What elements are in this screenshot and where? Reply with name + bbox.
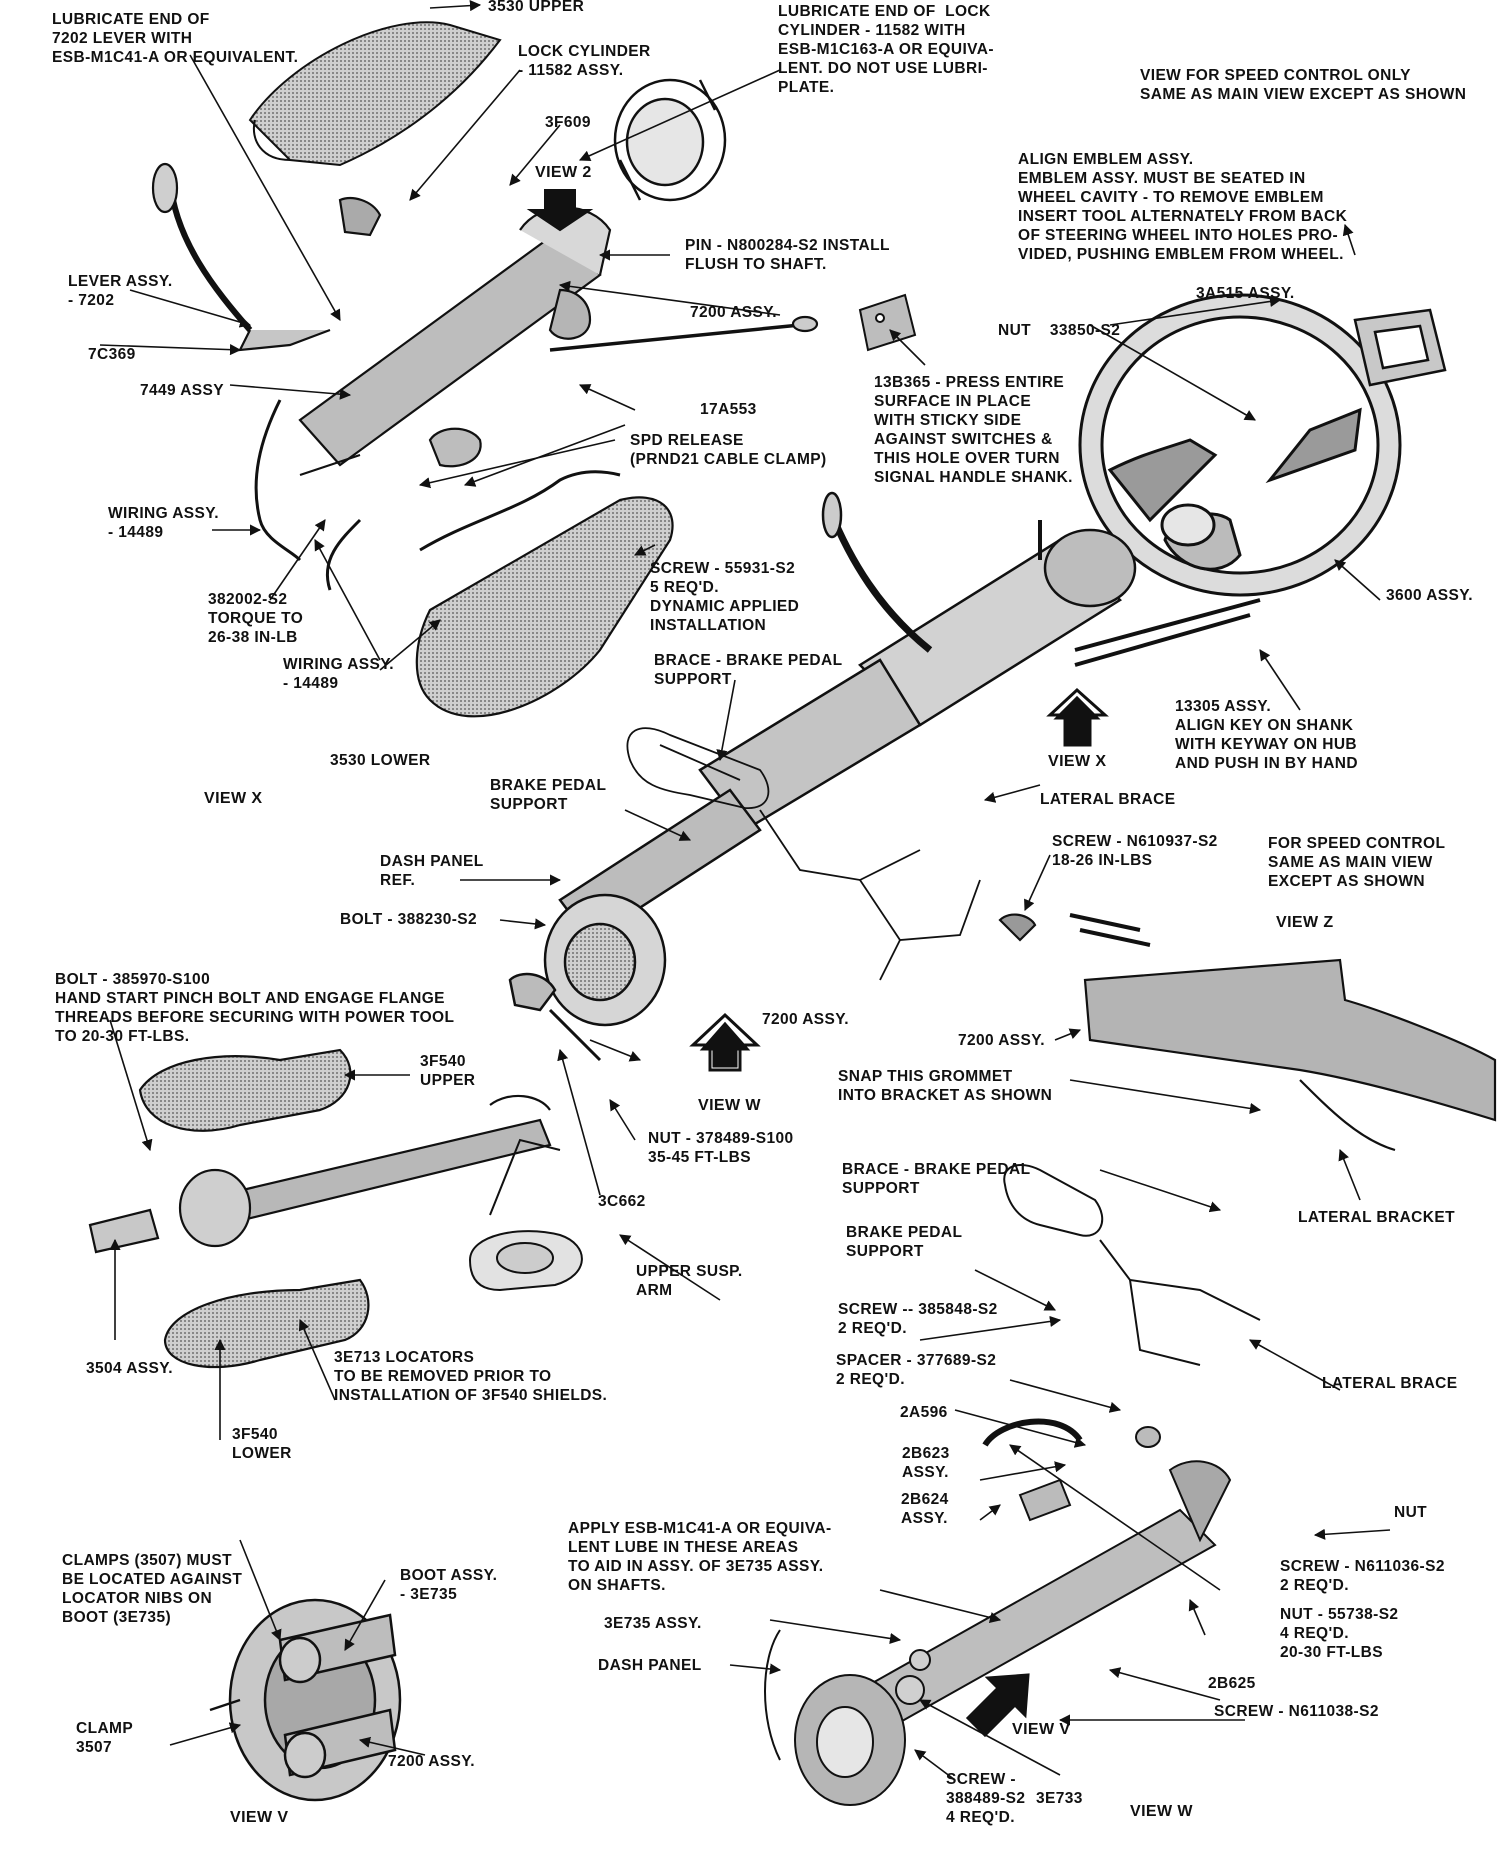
label-2b625: 2B625 xyxy=(1208,1675,1256,1692)
label-view-speed-control-only: VIEW FOR SPEED CONTROL ONLY SAME AS MAIN… xyxy=(1140,67,1467,103)
upper-susp-arm-part xyxy=(468,1138,583,1292)
label-3600-assy: 3600 ASSY. xyxy=(1386,587,1474,604)
label-lube-lock-cylinder: LUBRICATE END OF LOCK CYLINDER - 11582 W… xyxy=(778,3,994,96)
label-lateral-brace-2: LATERAL BRACE xyxy=(1322,1375,1458,1392)
label-view-2: VIEW 2 xyxy=(535,164,592,181)
label-snap-grommet: SNAP THIS GROMMET INTO BRACKET AS SHOWN xyxy=(838,1068,1053,1104)
label-lock-cylinder: LOCK CYLINDER - 11582 ASSY. xyxy=(518,43,651,79)
pad-part xyxy=(858,293,917,352)
label-dash-panel: DASH PANEL xyxy=(598,1657,702,1674)
view-w-assembly xyxy=(764,1164,1261,1806)
label-lateral-bracket: LATERAL BRACKET xyxy=(1298,1209,1455,1226)
view-2-arrow xyxy=(526,189,594,232)
label-brace-brake-2: BRACE - BRAKE PEDAL SUPPORT xyxy=(842,1161,1031,1197)
label-view-v-arrow: VIEW V xyxy=(1012,1721,1071,1738)
label-spd-release: SPD RELEASE (PRND21 CABLE CLAMP) xyxy=(630,432,827,468)
label-3504-assy: 3504 ASSY. xyxy=(86,1360,174,1377)
label-view-x-arrow: VIEW X xyxy=(1048,753,1107,770)
label-upper-susp-arm: UPPER SUSP. ARM xyxy=(636,1263,743,1299)
label-wiring-assy-1: WIRING ASSY. - 14489 xyxy=(108,505,220,541)
label-boot-assy: BOOT ASSY. - 3E735 xyxy=(400,1567,498,1603)
view-v-boot xyxy=(209,1598,402,1802)
label-nut-378489: NUT - 378489-S100 35-45 FT-LBS xyxy=(648,1130,794,1166)
label-lube-7202-lever: LUBRICATE END OF 7202 LEVER WITH ESB-M1C… xyxy=(52,11,299,66)
label-7c369: 7C369 xyxy=(88,346,136,363)
label-screw-385848: SCREW -- 385848-S2 2 REQ'D. xyxy=(838,1301,998,1337)
label-for-speed-control: FOR SPEED CONTROL SAME AS MAIN VIEW EXCE… xyxy=(1268,835,1446,890)
emblem-part xyxy=(1353,308,1447,387)
label-3a515-assy: 3A515 ASSY. xyxy=(1196,285,1295,302)
label-2b623-assy: 2B623 ASSY. xyxy=(902,1445,950,1481)
label-screw-n611036: SCREW - N611036-S2 2 REQ'D. xyxy=(1280,1558,1445,1594)
label-13b365: 13B365 - PRESS ENTIRE SURFACE IN PLACE W… xyxy=(874,374,1073,486)
label-7200-assy-top: 7200 ASSY. xyxy=(690,304,778,321)
label-3530-upper: 3530 UPPER xyxy=(488,0,585,15)
brake-pedal-brace xyxy=(626,727,981,981)
leader-lines xyxy=(99,0,1391,1781)
label-7200-assy-z: 7200 ASSY. xyxy=(958,1032,1046,1049)
label-brake-pedal-support-2: BRAKE PEDAL SUPPORT xyxy=(846,1224,963,1260)
label-screw-n610937: SCREW - N610937-S2 18-26 IN-LBS xyxy=(1052,833,1218,869)
label-brace-brake-top: BRACE - BRAKE PEDAL SUPPORT xyxy=(654,652,843,688)
label-screw-55931: SCREW - 55931-S2 5 REQ'D. DYNAMIC APPLIE… xyxy=(650,560,800,634)
label-brake-pedal-support-1: BRAKE PEDAL SUPPORT xyxy=(490,777,607,813)
dash-flange-part xyxy=(508,893,667,1062)
label-spacer-377689: SPACER - 377689-S2 2 REQ'D. xyxy=(836,1352,997,1388)
label-screw-n611038: SCREW - N611038-S2 xyxy=(1214,1703,1379,1720)
view-z-assembly xyxy=(998,913,1497,1152)
label-clamp-3507: CLAMP 3507 xyxy=(76,1720,134,1756)
label-apply-lube: APPLY ESB-M1C41-A OR EQUIVA- LENT LUBE I… xyxy=(568,1520,832,1594)
label-view-w-arrow: VIEW W xyxy=(698,1097,761,1114)
label-3e733: 3E733 xyxy=(1036,1790,1083,1807)
label-2a596: 2A596 xyxy=(900,1404,948,1421)
view-x-arrow xyxy=(1046,687,1109,747)
label-lateral-brace-1: LATERAL BRACE xyxy=(1040,791,1176,808)
label-view-x-left: VIEW X xyxy=(204,790,263,807)
steering-wheel-part xyxy=(1078,293,1402,597)
lower-shroud-part xyxy=(415,496,674,718)
label-3e713-locators: 3E713 LOCATORS TO BE REMOVED PRIOR TO IN… xyxy=(334,1349,608,1404)
label-nut-right: NUT xyxy=(1394,1504,1428,1521)
label-align-emblem: ALIGN EMBLEM ASSY. EMBLEM ASSY. MUST BE … xyxy=(1018,151,1348,263)
label-7449-assy: 7449 ASSY xyxy=(140,382,225,399)
label-2b624-assy: 2B624 ASSY. xyxy=(901,1491,949,1527)
view-v-arrow xyxy=(965,1673,1030,1738)
label-13305-assy: 13305 ASSY. ALIGN KEY ON SHANK WITH KEYW… xyxy=(1175,698,1358,772)
label-view-z: VIEW Z xyxy=(1276,914,1334,931)
label-bolt-388230: BOLT - 388230-S2 xyxy=(340,911,478,928)
label-3f540-lower: 3F540 LOWER xyxy=(232,1426,292,1462)
label-pin-n800284: PIN - N800284-S2 INSTALL FLUSH TO SHAFT. xyxy=(685,237,890,273)
label-17a553: 17A553 xyxy=(700,401,757,418)
label-bolt-385970: BOLT - 385970-S100 HAND START PINCH BOLT… xyxy=(55,971,455,1045)
upper-shroud-part xyxy=(248,21,502,167)
label-view-v: VIEW V xyxy=(230,1809,289,1826)
label-clamps-3507: CLAMPS (3507) MUST BE LOCATED AGAINST LO… xyxy=(62,1552,243,1626)
label-nut-33850: NUT 33850-S2 xyxy=(998,322,1121,339)
lock-ring-part xyxy=(613,78,727,202)
label-3c662: 3C662 xyxy=(598,1193,646,1210)
label-7200-assy-v: 7200 ASSY. xyxy=(388,1753,476,1770)
label-screw-388489: SCREW - 388489-S2 4 REQ'D. xyxy=(946,1771,1026,1826)
lower-shaft-assembly xyxy=(88,1048,552,1369)
upper-column-assembly xyxy=(151,162,819,477)
label-3f540-upper: 3F540 UPPER xyxy=(420,1053,476,1089)
label-7200-assy-mid: 7200 ASSY. xyxy=(762,1011,850,1028)
label-lever-assy-7202: LEVER ASSY. - 7202 xyxy=(68,273,173,309)
label-3f609: 3F609 xyxy=(545,114,591,131)
label-3e735-assy: 3E735 ASSY. xyxy=(604,1615,702,1632)
label-wiring-assy-2: WIRING ASSY. - 14489 xyxy=(283,656,395,692)
wiring-harness xyxy=(254,399,621,591)
label-view-w: VIEW W xyxy=(1130,1803,1193,1820)
label-3530-lower: 3530 LOWER xyxy=(330,752,431,769)
label-dash-panel-ref: DASH PANEL REF. xyxy=(380,853,484,889)
label-nut-55738: NUT - 55738-S2 4 REQ'D. 20-30 FT-LBS xyxy=(1280,1606,1399,1661)
label-382002-s2: 382002-S2 TORQUE TO 26-38 IN-LB xyxy=(208,591,304,646)
view-w-arrow xyxy=(689,1012,761,1072)
